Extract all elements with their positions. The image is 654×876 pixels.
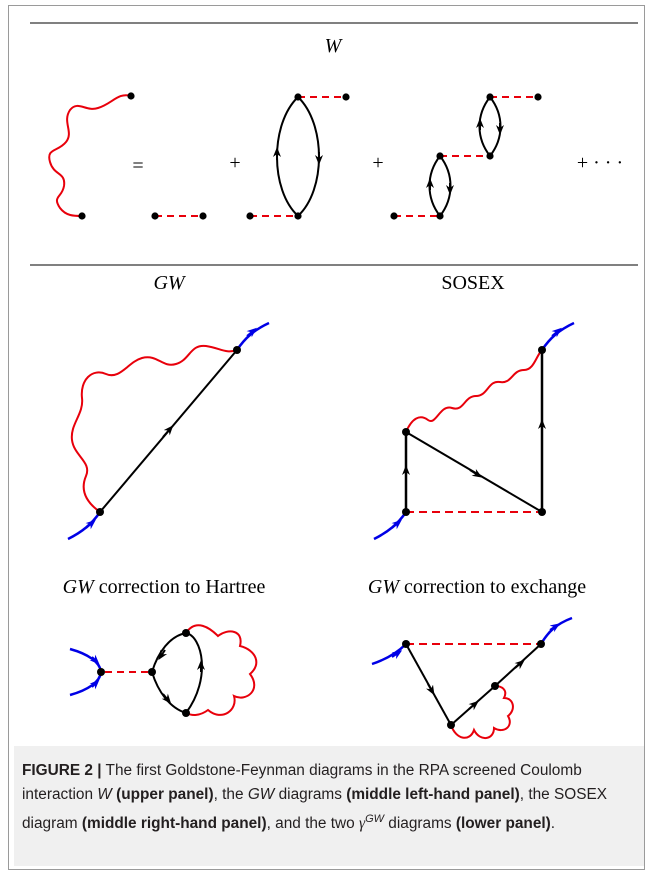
- hartree-loop: [151, 631, 203, 715]
- exchange-title: GW correction to exchange: [367, 576, 587, 598]
- vertex: [294, 93, 302, 101]
- sosex-wavy-line: [405, 349, 543, 433]
- gw-wavy-line: [70, 344, 238, 513]
- plus-sign: +: [372, 152, 384, 174]
- exchange-external-leg-out: [539, 616, 573, 645]
- vertex: [390, 212, 398, 220]
- hartree-external-legs: [69, 647, 103, 697]
- exchange-wavy-line: [450, 685, 514, 739]
- vertex: [246, 212, 254, 220]
- vertex: [199, 212, 207, 220]
- sosex-external-leg-in: [373, 511, 408, 541]
- propagator-loop: [297, 96, 320, 217]
- w-wavy-line: [48, 94, 132, 217]
- caption-background: [14, 746, 644, 866]
- vertex: [78, 212, 86, 220]
- vertex: [402, 428, 410, 436]
- figure-caption: FIGURE 2 | The first Goldstone-Feynman d…: [22, 762, 608, 833]
- gw-external-leg-in: [67, 511, 102, 541]
- w-title: W: [324, 35, 342, 57]
- vertex: [436, 212, 444, 220]
- equals-sign: =: [132, 155, 144, 177]
- hartree-title: GW correction to Hartree: [62, 576, 266, 598]
- vertex: [534, 93, 542, 101]
- vertex: [447, 721, 455, 729]
- vertex: [182, 629, 190, 637]
- trailing-ellipsis: + · · ·: [576, 152, 624, 174]
- exchange-external-leg-in: [371, 643, 407, 666]
- hartree-wavy-line: [185, 624, 258, 716]
- propagator-loop: [489, 96, 502, 157]
- vertex: [127, 92, 135, 100]
- vertex: [96, 508, 104, 516]
- vertex: [182, 709, 190, 717]
- vertex: [537, 640, 545, 648]
- sosex-title: SOSEX: [441, 272, 505, 294]
- feynman-diagrams: [30, 22, 638, 739]
- vertex: [233, 346, 241, 354]
- vertex: [294, 212, 302, 220]
- vertex: [538, 346, 546, 354]
- gw-title: GW: [153, 272, 185, 294]
- propagator-loop: [478, 96, 491, 157]
- propagator-loop: [428, 155, 441, 217]
- figure-label: FIGURE 2 |: [22, 762, 102, 779]
- vertex: [402, 640, 410, 648]
- vertex: [402, 508, 410, 516]
- vertex: [151, 212, 159, 220]
- vertex: [342, 93, 350, 101]
- vertex: [97, 668, 105, 676]
- plus-sign: +: [229, 152, 241, 174]
- gw-external-leg-out: [235, 321, 270, 351]
- vertex: [148, 668, 156, 676]
- vertex: [491, 682, 499, 690]
- vertex: [538, 508, 546, 516]
- vertex: [486, 152, 494, 160]
- propagator-loop: [439, 155, 452, 217]
- propagator-loop: [276, 96, 299, 217]
- sosex-external-leg-out: [540, 321, 575, 351]
- vertex: [436, 152, 444, 160]
- figure-frame: [8, 5, 645, 870]
- vertex: [486, 93, 494, 101]
